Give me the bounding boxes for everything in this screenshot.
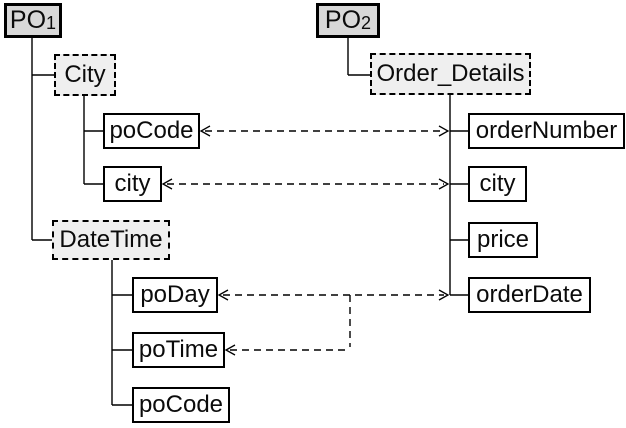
arrowhead-at-city-right-icon — [438, 178, 450, 190]
node-poday: poDay — [132, 277, 218, 313]
node-potime: poTime — [132, 332, 225, 368]
arrowhead-at-ordernumber-icon — [438, 125, 450, 137]
node-orderdate: orderDate — [468, 277, 591, 313]
node-ordernumber: orderNumber — [468, 113, 625, 149]
node-price-label: price — [476, 226, 530, 253]
node-pocode-bottom-label: poCode — [138, 391, 224, 418]
arrowhead-at-potime-icon — [224, 344, 236, 356]
node-pocode-top: poCode — [103, 113, 200, 149]
arrowhead-at-poday-icon — [217, 289, 229, 301]
node-city-left-label: city — [114, 170, 151, 197]
node-price: price — [468, 222, 538, 258]
node-ordernumber-label: orderNumber — [475, 117, 618, 144]
node-order-details-label: Order_Details — [376, 60, 525, 87]
arrowhead-at-city-left-icon — [161, 178, 173, 190]
node-city-left: city — [103, 166, 162, 202]
node-city-group: City — [54, 54, 116, 96]
node-city-right: city — [468, 166, 527, 202]
arrowhead-at-orderdate-icon — [438, 289, 450, 301]
node-pocode-top-label: poCode — [109, 117, 194, 144]
node-order-details: Order_Details — [370, 53, 531, 95]
node-po2-label: PO — [324, 6, 362, 34]
node-datetime-label: DateTime — [59, 226, 163, 253]
node-orderdate-label: orderDate — [476, 281, 583, 308]
node-city-group-label: City — [64, 61, 106, 88]
node-poday-label: poDay — [140, 281, 210, 308]
node-potime-label: poTime — [138, 336, 219, 363]
node-city-right-label: city — [479, 170, 516, 197]
node-po1-label: PO — [9, 6, 47, 34]
node-pocode-bottom: poCode — [132, 387, 230, 423]
arrowhead-at-pocode-icon — [199, 125, 211, 137]
node-datetime: DateTime — [52, 220, 170, 260]
